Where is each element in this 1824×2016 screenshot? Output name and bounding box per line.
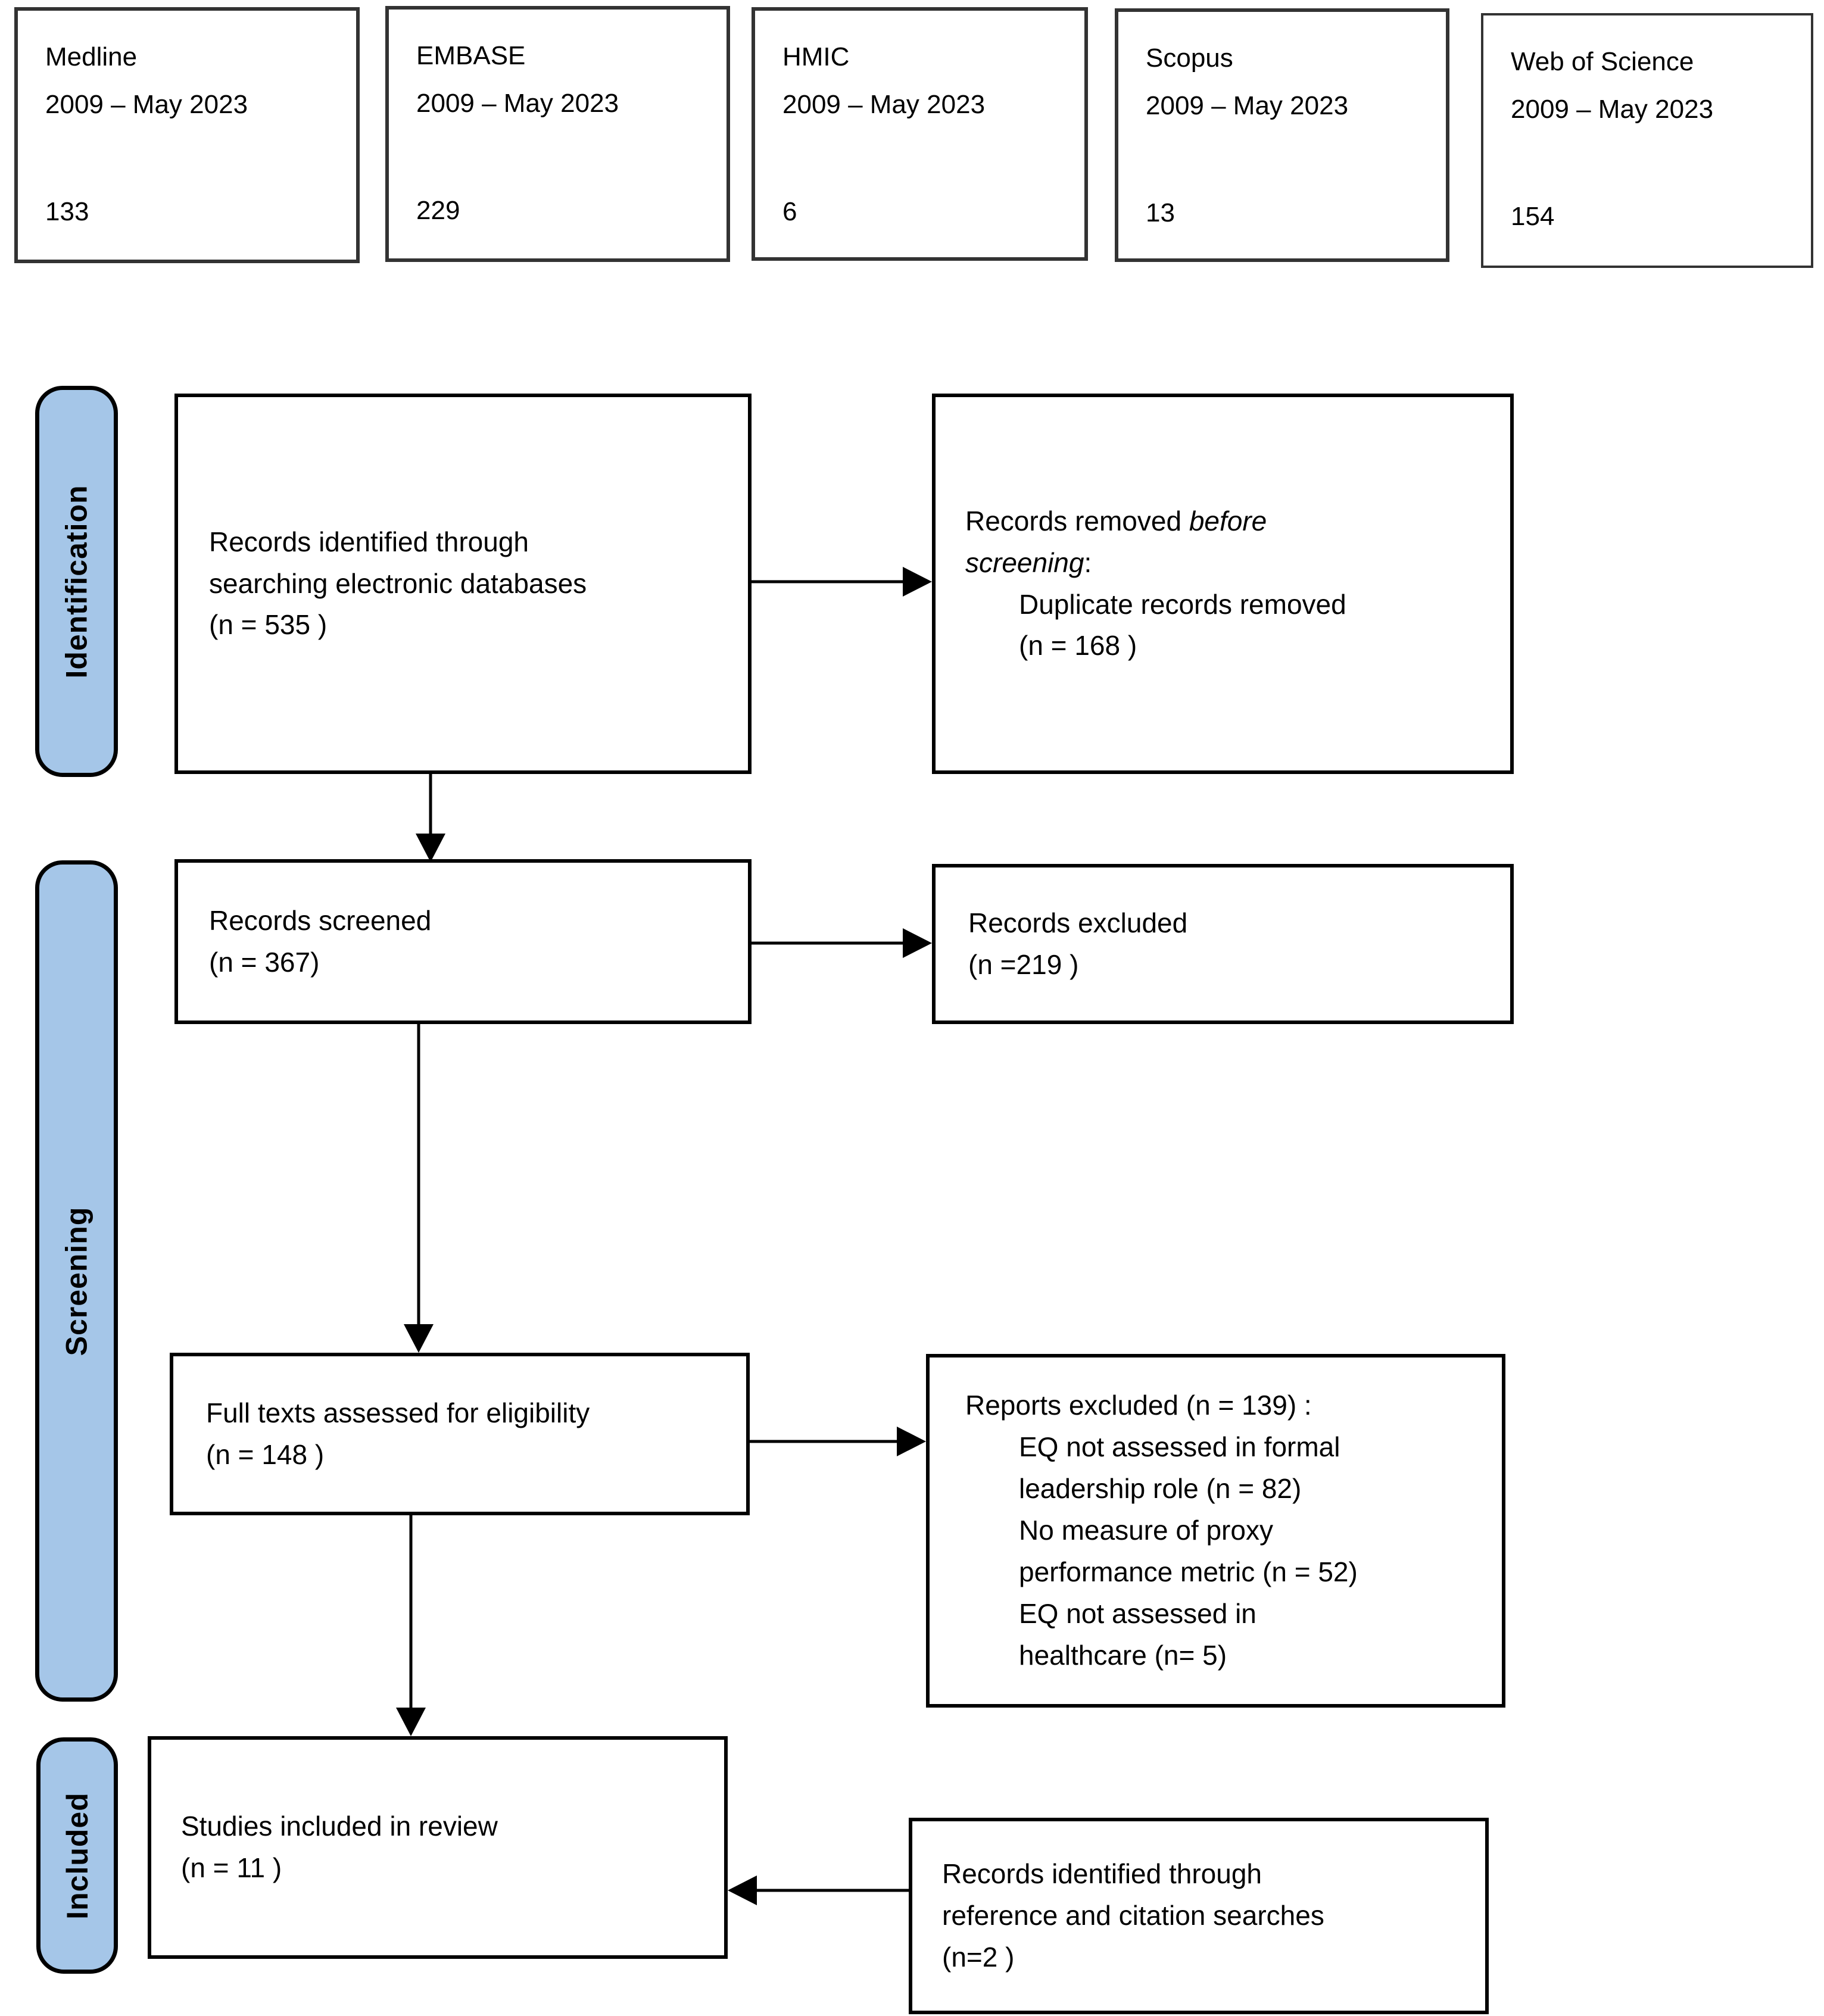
- box-records-identified: Records identified through searching ele…: [174, 394, 752, 774]
- box-text-line: Full texts assessed for eligibility: [206, 1397, 590, 1428]
- box-reference-citation-records: Records identified through reference and…: [909, 1818, 1489, 2014]
- db-date-range: 2009 – May 2023: [45, 90, 248, 120]
- box-records-screened: Records screened (n = 367): [174, 859, 752, 1024]
- db-date-range: 2009 – May 2023: [782, 90, 986, 120]
- db-record-count: 229: [416, 196, 460, 226]
- db-name: Web of Science: [1511, 47, 1694, 76]
- box-text-line: healthcare (n= 5): [1019, 1639, 1227, 1671]
- box-text-line: Records screened: [209, 904, 432, 936]
- db-date-range: 2009 – May 2023: [1511, 95, 1714, 124]
- box-text-line: leadership role (n = 82): [1019, 1473, 1302, 1505]
- box-text-line: Records removed before: [965, 505, 1267, 536]
- db-name: HMIC: [782, 42, 850, 71]
- arrow-identified-to-removed: [752, 567, 932, 597]
- box-text-line: (n = 168 ): [1019, 630, 1137, 661]
- arrow-citation-to-studies: [728, 1875, 909, 1905]
- box-text-line: (n = 367): [209, 946, 320, 978]
- db-name: Scopus: [1146, 43, 1233, 73]
- stage-bar-included: Included: [36, 1737, 118, 1974]
- box-text-line: (n =219 ): [968, 948, 1079, 980]
- stage-label: Included: [60, 1792, 94, 1920]
- box-studies-included: Studies included in review (n = 11 ): [148, 1736, 728, 1959]
- box-text-line: No measure of proxy: [1019, 1515, 1273, 1546]
- box-text-line: performance metric (n = 52): [1019, 1556, 1358, 1587]
- box-text-line: screening:: [965, 547, 1092, 578]
- arrow-screened-to-fulltext: [404, 1024, 434, 1353]
- box-records-excluded: Records excluded (n =219 ): [932, 864, 1514, 1024]
- arrow-fulltext-to-reports: [750, 1427, 926, 1456]
- box-text-line: EQ not assessed in: [1019, 1597, 1256, 1629]
- stage-label: Identification: [60, 484, 93, 679]
- db-record-count: 13: [1146, 198, 1175, 228]
- box-records-removed-before-screening: Records removed before screening: Duplic…: [932, 394, 1514, 774]
- db-record-count: 154: [1511, 202, 1555, 232]
- box-text-line: (n = 148 ): [206, 1438, 325, 1470]
- box-text-line: (n=2 ): [942, 1941, 1015, 1973]
- arrow-screened-to-excluded: [752, 928, 932, 958]
- db-box-embase: EMBASE 2009 – May 2023 229: [385, 6, 730, 262]
- db-record-count: 133: [45, 197, 89, 227]
- arrow-identified-to-screened: [416, 774, 445, 862]
- box-text-line: reference and citation searches: [942, 1900, 1324, 1931]
- box-reports-excluded: Reports excluded (n = 139) : EQ not asse…: [926, 1354, 1505, 1708]
- db-box-scopus: Scopus 2009 – May 2023 13: [1115, 8, 1449, 262]
- arrow-fulltext-to-studies: [396, 1515, 426, 1736]
- db-box-hmic: HMIC 2009 – May 2023 6: [752, 7, 1088, 261]
- box-text-line: Records identified through: [942, 1858, 1262, 1890]
- stage-bar-identification: Identification: [35, 386, 118, 777]
- db-box-web-of-science: Web of Science 2009 – May 2023 154: [1481, 13, 1813, 268]
- box-text-line: EQ not assessed in formal: [1019, 1431, 1340, 1463]
- db-name: Medline: [45, 42, 138, 71]
- box-text-line: searching electronic databases: [209, 567, 587, 599]
- db-name: EMBASE: [416, 41, 526, 70]
- box-text-line: Duplicate records removed: [1019, 588, 1346, 620]
- box-text-line: Reports excluded (n = 139) :: [965, 1390, 1312, 1421]
- stage-bar-screening: Screening: [35, 860, 118, 1702]
- stage-label: Screening: [60, 1206, 93, 1356]
- box-text-line: (n = 535 ): [209, 609, 328, 641]
- box-text-line: Records excluded: [968, 907, 1188, 938]
- db-date-range: 2009 – May 2023: [416, 89, 619, 118]
- db-record-count: 6: [782, 197, 797, 227]
- box-text-line: Studies included in review: [181, 1811, 498, 1842]
- db-box-medline: Medline 2009 – May 2023 133: [14, 7, 360, 263]
- box-full-texts-assessed: Full texts assessed for eligibility (n =…: [170, 1353, 750, 1515]
- box-text-line: (n = 11 ): [181, 1852, 282, 1883]
- db-date-range: 2009 – May 2023: [1146, 91, 1349, 121]
- box-text-line: Records identified through: [209, 526, 529, 557]
